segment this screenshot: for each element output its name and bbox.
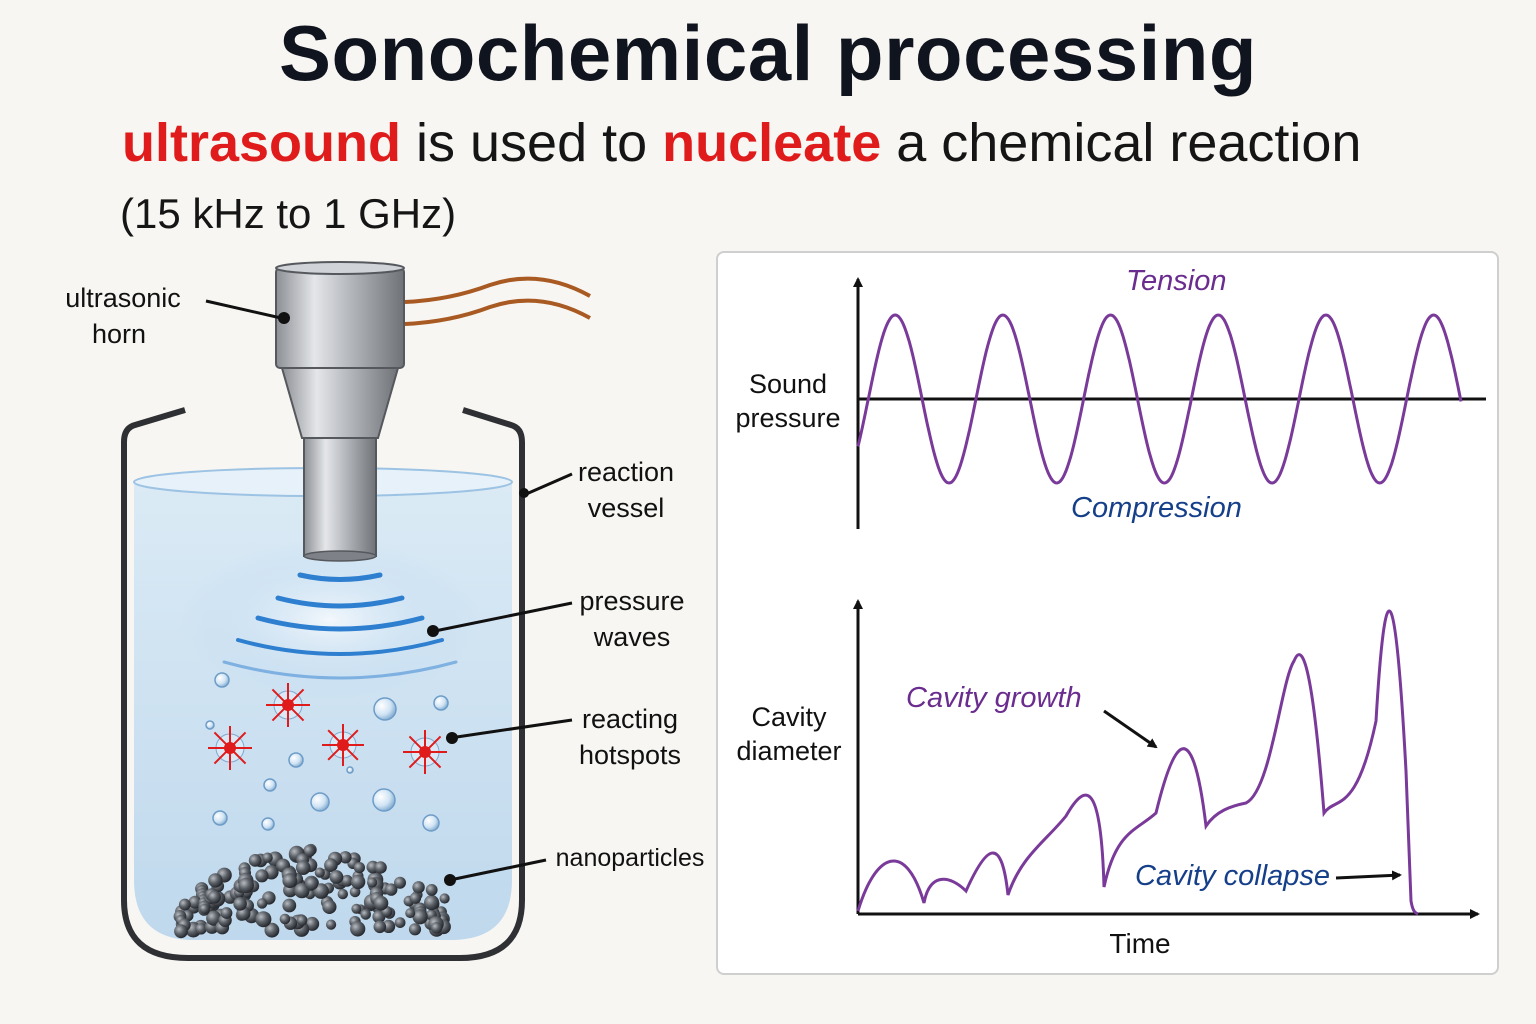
subtitle-middle: is used to [401,113,663,173]
nanoparticle [373,920,387,934]
tension-label: Tension [1126,265,1227,297]
nanoparticle [233,897,247,911]
leader-lines [205,299,573,882]
nanoparticle [294,882,310,899]
nanoparticle [295,860,311,875]
nanoparticle [324,858,338,872]
nanoparticle [360,909,372,920]
nanoparticle [279,913,291,925]
nanoparticle [439,893,450,904]
nanoparticle [262,852,273,863]
hotspot [322,724,364,766]
nanoparticle [405,908,416,919]
nanoparticle [255,911,272,928]
nanoparticle [430,922,443,934]
hotspot [266,683,310,727]
nanoparticle [394,917,406,928]
leader-dots [278,312,529,886]
cavity-diameter-curve [856,609,1419,916]
frequency-range: (15 kHz to 1 GHz) [120,190,457,237]
cavity-growth-arrow [1103,709,1158,749]
label-nanoparticles: nanoparticles [555,844,705,872]
nanoparticle [305,877,319,891]
subtitle-ultrasound: ultrasound [122,113,401,173]
nanoparticle [409,892,422,904]
nanoparticle [385,883,398,896]
ultrasonic-horn [275,261,405,562]
nanoparticle [178,898,191,911]
nanoparticle [206,910,222,926]
nanoparticle [339,851,352,864]
page-title: Sonochemical processing [278,9,1258,97]
bubbles [205,672,449,832]
horn-cable [404,276,591,326]
nanoparticle [353,862,365,874]
label-ultrasonic-horn: ultrasonic horn [65,283,181,349]
sound-pressure-curve [856,313,1463,485]
nanoparticle [373,895,389,911]
label-pressure-waves: pressure waves [579,586,685,652]
nanoparticle [282,873,298,889]
sound-pressure-label: Sound pressure [735,369,841,433]
nanoparticle [188,895,202,909]
time-label: Time [1109,928,1171,959]
nanoparticle [282,898,297,913]
nanoparticle [412,881,425,894]
nanoparticle [255,869,269,883]
nanoparticle [220,907,233,919]
nanoparticle [174,924,188,939]
hotspot [403,730,447,774]
nanoparticle [264,922,280,938]
nanoparticle [349,886,361,898]
subtitle-nucleate: nucleate [662,113,882,173]
reacting-hotspots [208,683,447,774]
pressure-waves [222,572,458,680]
nanoparticle [199,903,210,914]
pressure-cavity-graph [853,277,1486,919]
nanoparticle [195,923,207,935]
cavity-collapse-label: Cavity collapse [1135,860,1331,892]
nanoparticles [173,843,451,939]
nanoparticle [208,873,223,888]
nanoparticle [256,898,268,909]
subtitle: ultrasound is used to nucleate a chemica… [122,112,1361,174]
sonochemistry-apparatus-illustration [121,261,591,961]
nanoparticle [408,923,422,936]
nanoparticle [350,874,366,890]
subtitle-end: a chemical reaction [881,113,1362,173]
graph-panel [716,251,1499,975]
reaction-vessel [121,407,525,961]
cavity-growth-label: Cavity growth [906,682,1082,714]
cavity-collapse-arrow [1335,870,1402,881]
nanoparticle [341,874,353,887]
nanoparticle [329,870,344,884]
nanoparticle [303,844,316,858]
nanoparticle [394,876,406,889]
nanoparticle [351,903,362,914]
compression-label: Compression [1071,492,1242,524]
nanoparticle [314,867,325,878]
nanoparticle [337,888,348,900]
nanoparticle [424,895,440,911]
hotspot [208,726,252,770]
nanoparticle [248,854,262,867]
nanoparticle [238,877,254,894]
nanoparticle [350,921,366,937]
nanoparticle [412,909,428,925]
nanoparticle [326,919,337,930]
nanoparticle [367,877,378,888]
nanoparticle [296,915,308,926]
nanoparticle [207,890,221,904]
label-reacting-hotspots: reacting hotspots [578,704,682,770]
nanoparticle [322,899,337,915]
cavity-diameter-label: Cavity diameter [736,702,842,766]
nanoparticle [425,884,438,896]
label-reaction-vessel: reaction vessel [577,457,675,523]
nanoparticle [374,861,387,874]
